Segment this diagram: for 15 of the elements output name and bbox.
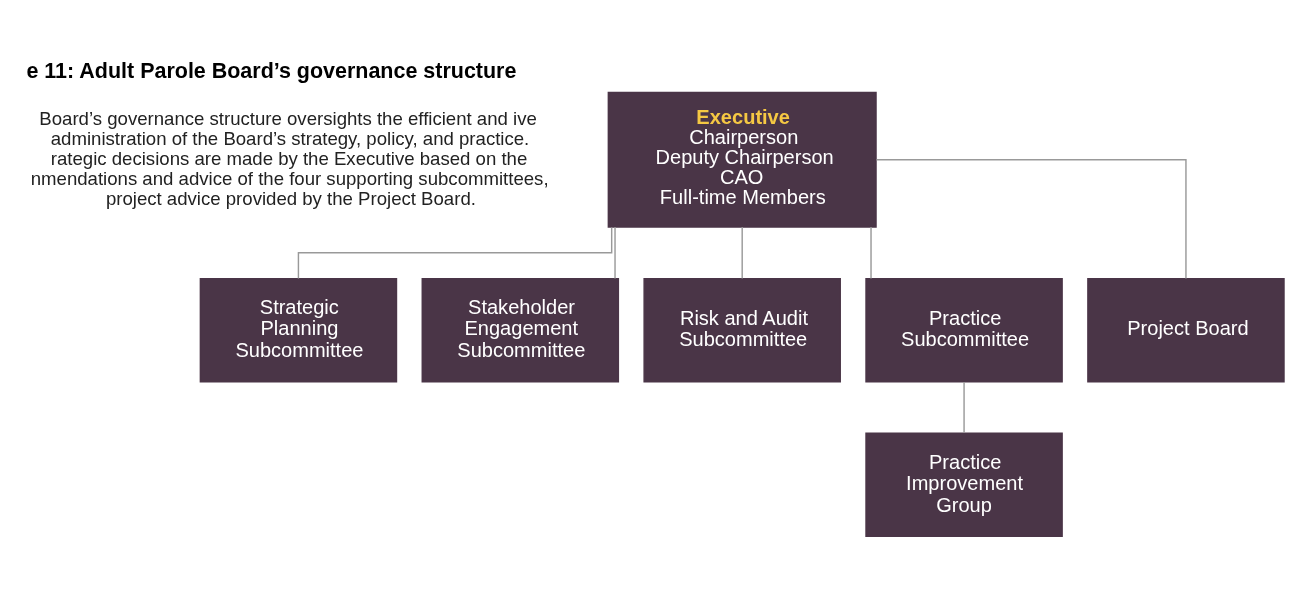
connector [963, 380, 965, 433]
diagram-title: e 11: Adult Parole Board’s governance structure [26, 58, 517, 83]
node-box: Stakeholder Engagement Subcommittee [421, 277, 620, 382]
node-box: Project Board [1087, 277, 1285, 382]
node-box: Strategic Planning Subcommittee [199, 277, 398, 382]
connector [297, 226, 613, 279]
node-box: Executive Chairperson Deputy Chairperson CAO Full-time Members [607, 91, 877, 228]
node-box: Practice Subcommittee [865, 277, 1063, 382]
node-box: Risk and Audit Subcommittee [643, 277, 841, 382]
connector [875, 158, 1187, 279]
connector [741, 225, 743, 279]
connector [870, 225, 872, 279]
connector [614, 225, 616, 279]
node-box: Practice Improvement Group [865, 432, 1063, 537]
label: Board’s governance structure oversights the efficient and ive administration of the Board’s strategy, policy, and practice. rategic decisions are made by the Executive based on the nmendations and advice of the four supporting subcommittees, project advice provided by the Project Board. [30, 107, 549, 209]
